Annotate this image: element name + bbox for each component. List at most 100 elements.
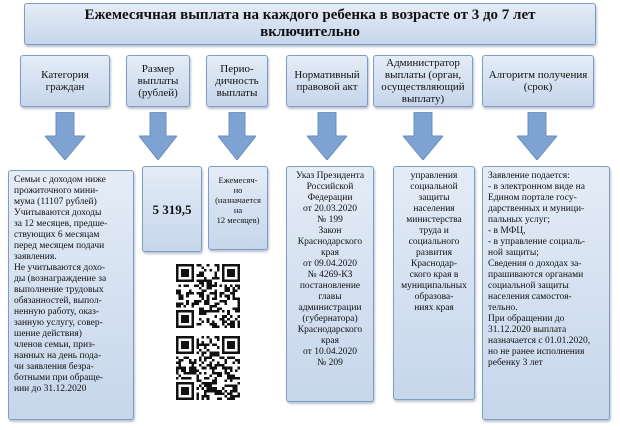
algorithm-line: тельно. [488,303,518,313]
category-line: Не учитываются дохо- [14,263,106,273]
arrow-down-icon [45,112,85,160]
category-line: заявления. [14,252,57,262]
algorithm-line: ной защиты; [488,248,539,258]
header-legal-act-label: Нормативный правовой акт [294,69,360,93]
legal-act-line: (губернатора) [302,314,358,324]
category-line: ды (вознаграждение за [14,274,107,284]
legal-act-line: Закон [318,226,342,236]
algorithm-line: но не ранее исполнения [488,347,585,357]
legal-act-line: Указ Президента [295,171,365,181]
category-line: ненную работу, оказ- [14,307,100,317]
administrator-line: ского края в [409,270,459,280]
administrator-line: муниципальных [401,281,467,291]
category-line: обязанностей, выпол- [14,296,102,306]
algorithm-line: назначается с 01.01.2020, [488,336,591,346]
algorithm-line: прашиваются органами [488,270,584,280]
header-amount: Размер выплаты (рублей) [126,55,190,107]
category-line: мума (11107 рублей) [14,197,97,207]
algorithm-line: дарственных и муници- [488,204,585,214]
category-line: перед месяцем подачи [14,241,105,251]
administrator-line: управления [410,171,458,181]
arrow-down-icon [403,112,443,160]
header-periodicity-label: Перио-дичность выплаты [215,63,259,99]
category-line: прожиточного мини- [14,186,99,196]
algorithm-line: Сведения о доходах за- [488,259,582,269]
administrator-line: социального [408,237,460,247]
periodicity-line: 12 месяцев) [216,215,260,225]
legal-act-line: края [321,336,339,346]
amount-box: 5 319,5 [142,166,202,252]
algorithm-line: 31.12.2020 выплата [488,325,567,335]
algorithm-line: Заявление подается: [488,171,570,181]
category-line: чи заявления безра- [14,362,94,372]
category-line: выполнение трудовых [14,285,104,295]
legal-act-line: края [321,248,339,258]
legal-act-line: Краснодарского [297,237,363,247]
amount-value: 5 319,5 [152,201,192,217]
header-periodicity: Перио-дичность выплаты [206,55,268,107]
legal-act-line: № 4269-КЗ [307,270,353,280]
periodicity-line: на [233,205,243,215]
arrow-down-icon [307,112,347,160]
administrator-line: социальной [410,182,458,192]
administrator-line: развития [416,248,452,258]
algorithm-line: населения самостоя- [488,292,572,302]
algorithm-box: Заявление подается: - в электронном виде… [482,166,610,420]
legal-act-box: Указ Президента Российской Федерации от … [286,166,374,402]
legal-act-line: постановление [299,281,361,291]
administrator-box: управления социальной защиты населения м… [393,166,475,400]
legal-act-line: администрации [298,303,362,313]
periodicity-line: но [233,185,243,195]
header-administrator: Администратор выплаты (орган, осуществля… [373,55,473,107]
periodicity-box: Ежемесяч- но (назначается на 12 месяцев) [208,166,268,250]
periodicity-line: (назначается [215,195,261,205]
header-legal-act: Нормативный правовой акт [286,55,368,107]
legal-act-line: № 209 [317,358,343,368]
page-title-text: Ежемесячная выплата на каждого ребенка в… [84,7,536,40]
algorithm-line: ребенку 3 лет [488,358,543,368]
category-box: Семьи с доходом ниже прожиточного мини- … [8,170,134,420]
administrator-line: защиты [418,193,450,203]
legal-act-line: главы [318,292,342,302]
administrator-line: населения [413,204,455,214]
algorithm-line: социальной защиты [488,281,569,291]
legal-act-line: от 20.03.2020 [303,204,357,214]
category-line: за 12 месяцев, предше- [14,219,108,229]
arrow-down-icon [139,112,177,160]
algorithm-line: пальных услуг; [488,215,551,225]
algorithm-line: - в управление социаль- [488,237,585,247]
algorithm-line: При обращении до [488,314,565,324]
qr-code-icon [176,336,240,400]
category-line: занную услугу, совер- [14,318,103,328]
header-algorithm: Алгоритм получения (срок) [482,55,594,107]
header-amount-label: Размер выплаты (рублей) [137,63,179,99]
category-line: Семьи с доходом ниже [14,175,106,185]
legal-act-line: от 10.04.2020 [303,347,357,357]
qr-code-icon [176,264,240,328]
category-line: шение действия) [14,329,82,339]
legal-act-line: Краснодарского [297,325,363,335]
category-line: ствующих 6 месяцам [14,230,100,240]
category-line: нанных на день пода- [14,351,102,361]
administrator-line: ниях края [414,303,454,313]
legal-act-line: № 199 [317,215,343,225]
page-title: Ежемесячная выплата на каждого ребенка в… [24,3,596,45]
legal-act-line: от 09.04.2020 [303,259,357,269]
administrator-line: образова- [414,292,454,302]
algorithm-line: - в электронном виде на [488,182,585,192]
category-line: Учитываются доходы [14,208,102,218]
header-category: Категория граждан [20,55,110,107]
arrow-down-icon [517,112,557,160]
header-category-label: Категория граждан [41,69,89,93]
category-line: нии до 31.12.2020 [14,384,87,394]
administrator-line: министерства труда и [406,215,462,236]
arrow-down-icon [218,112,256,160]
category-line: членов семьи, приз- [14,340,95,350]
header-administrator-label: Администратор выплаты (орган, осуществля… [381,57,465,105]
algorithm-line: Едином портале госу- [488,193,577,203]
administrator-line: Краснодар- [410,259,458,269]
header-algorithm-label: Алгоритм получения (срок) [488,69,588,93]
legal-act-line: Федерации [307,193,353,203]
algorithm-line: - в МФЦ, [488,226,526,236]
periodicity-line: Ежемесяч- [218,175,258,185]
